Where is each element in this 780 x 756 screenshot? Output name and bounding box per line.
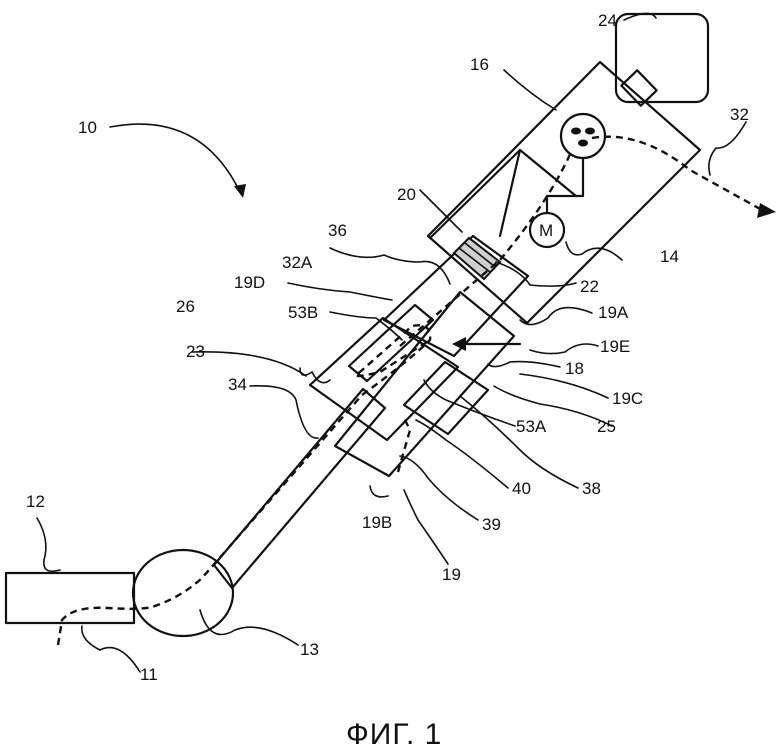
- assembly-arrow: [110, 124, 240, 192]
- label-19: 19: [442, 565, 461, 584]
- label-24: 24: [598, 11, 617, 30]
- fan-blades-icon: [571, 128, 595, 147]
- label-12: 12: [26, 492, 45, 511]
- label-39: 39: [482, 515, 501, 534]
- label-18: 18: [565, 359, 584, 378]
- label-11: 11: [140, 665, 158, 684]
- label-19D: 19D: [234, 273, 265, 292]
- label-19A: 19A: [598, 303, 629, 322]
- label-53A: 53A: [516, 417, 547, 436]
- airflow-separator-path: [356, 325, 430, 395]
- label-14: 14: [660, 247, 679, 266]
- wand-tube: [214, 389, 385, 588]
- label-13: 13: [300, 640, 319, 659]
- label-23: 23: [186, 342, 205, 361]
- label-38: 38: [582, 479, 601, 498]
- label-26: 26: [176, 297, 195, 316]
- figure-caption: ФИГ. 1: [346, 718, 442, 751]
- label-19E: 19E: [600, 337, 630, 356]
- inflow-arrow-icon: [452, 337, 466, 351]
- label-16: 16: [470, 55, 489, 74]
- label-20: 20: [397, 185, 416, 204]
- label-53B: 53B: [288, 303, 318, 322]
- label-19B: 19B: [362, 513, 392, 532]
- label-32A: 32A: [282, 253, 313, 272]
- motor-label: M: [539, 221, 553, 240]
- battery-connector: [621, 70, 656, 105]
- leader-lines: [37, 13, 746, 672]
- airflow-exhaust-arrow-icon: [757, 203, 776, 218]
- assembly-arrow-head-icon: [234, 184, 246, 198]
- label-22: 22: [580, 277, 599, 296]
- label-34: 34: [228, 375, 247, 394]
- label-19C: 19C: [612, 389, 643, 408]
- label-10: 10: [78, 118, 97, 137]
- label-36: 36: [328, 221, 347, 240]
- label-40: 40: [512, 479, 531, 498]
- label-25: 25: [597, 417, 616, 436]
- pivot-joint: [133, 550, 233, 636]
- filter: [454, 238, 500, 279]
- airflow-inlet-path: [58, 395, 362, 645]
- label-32: 32: [730, 105, 749, 124]
- floor-tool-head: [6, 573, 134, 623]
- bin-section: [404, 362, 488, 434]
